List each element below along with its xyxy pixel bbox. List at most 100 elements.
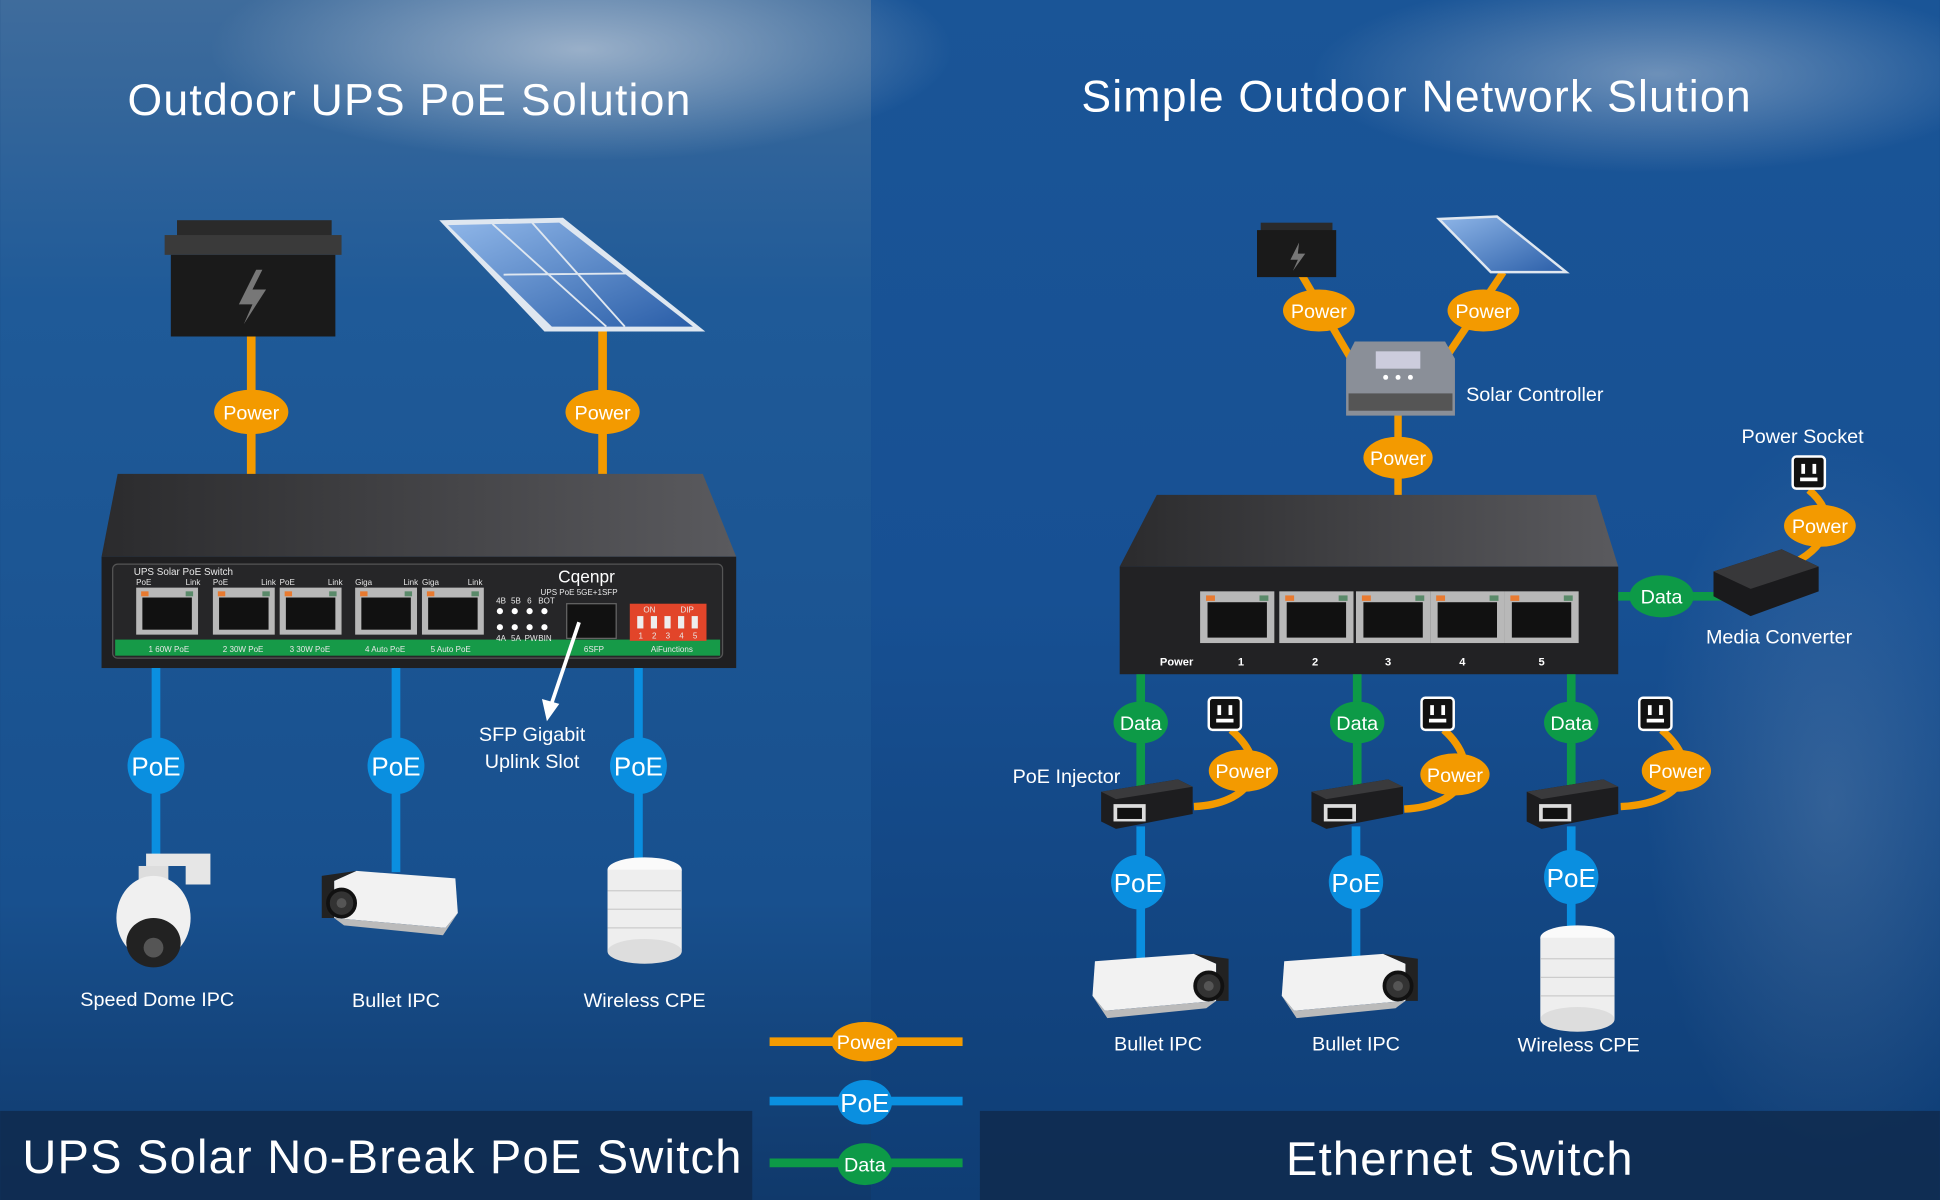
svg-text:4: 4 (1459, 657, 1466, 669)
svg-text:PoE: PoE (371, 752, 420, 782)
svg-text:5: 5 (1538, 657, 1544, 669)
svg-text:5B: 5B (511, 597, 521, 606)
left-title: Outdoor UPS PoE Solution (127, 76, 691, 125)
svg-text:UPS Solar PoE Switch: UPS Solar PoE Switch (134, 567, 233, 578)
sfp-callout-label: SFP Gigabit (479, 724, 586, 746)
power-pill: Power (1784, 504, 1856, 547)
svg-text:DIP: DIP (681, 605, 694, 614)
svg-text:Data: Data (1550, 713, 1592, 735)
svg-text:PoE: PoE (840, 1088, 889, 1118)
svg-text:3 30W PoE: 3 30W PoE (290, 645, 331, 654)
svg-text:6: 6 (527, 597, 532, 606)
media-converter-icon (1713, 549, 1819, 617)
svg-text:4 Auto PoE: 4 Auto PoE (365, 645, 406, 654)
svg-text:Data: Data (1120, 713, 1162, 735)
svg-text:Power: Power (575, 402, 631, 424)
svg-text:PoE: PoE (280, 578, 296, 587)
svg-text:4A: 4A (496, 634, 506, 643)
svg-text:PoE: PoE (1114, 868, 1163, 898)
branch-2: Data Power PoE Bullet IPC (1279, 674, 1490, 1055)
svg-text:Cqenpr: Cqenpr (558, 567, 615, 587)
svg-text:Link: Link (261, 578, 277, 587)
svg-text:Power: Power (1370, 448, 1426, 470)
left-footer-bar (0, 1110, 753, 1200)
svg-text:Link: Link (468, 578, 484, 587)
power-pill: Power (1447, 289, 1520, 332)
sfp-callout-label: Uplink Slot (485, 751, 580, 773)
right-footer-bar (979, 1110, 1940, 1200)
device-label: Bullet IPC (1312, 1033, 1400, 1055)
svg-text:Data: Data (1641, 587, 1683, 609)
power-socket-icon (1420, 696, 1455, 732)
svg-text:PoE: PoE (213, 578, 229, 587)
device-label: Wireless CPE (584, 990, 706, 1012)
legend-data: Data (769, 1143, 963, 1186)
poe-pill: PoE (610, 737, 667, 795)
svg-text:Giga: Giga (422, 578, 439, 587)
svg-text:Data: Data (844, 1155, 886, 1177)
poe-pill: PoE (367, 737, 425, 795)
svg-text:PW: PW (525, 634, 538, 643)
svg-text:PoE: PoE (136, 578, 152, 587)
svg-text:3: 3 (666, 631, 671, 640)
svg-text:BIN: BIN (538, 634, 552, 643)
svg-text:Power: Power (1215, 761, 1271, 783)
branch-3: Data Power PoE Wireless CPE (1518, 674, 1712, 1057)
device-label: Wireless CPE (1518, 1035, 1640, 1057)
left-footer-title: UPS Solar No-Break PoE Switch (22, 1130, 742, 1183)
power-socket-icon (1207, 696, 1243, 732)
battery-icon (164, 220, 342, 337)
svg-text:Giga: Giga (355, 578, 372, 587)
speed-dome-camera-icon (116, 853, 211, 968)
svg-text:5: 5 (693, 631, 698, 640)
svg-text:PoE: PoE (1331, 868, 1380, 898)
svg-text:Power: Power (1160, 657, 1194, 669)
svg-text:PoE: PoE (131, 752, 180, 782)
power-pill: Power (565, 389, 640, 435)
power-pill: Power (214, 389, 289, 435)
solar-panel-icon (1436, 215, 1570, 274)
legend-power: Power (769, 1021, 963, 1062)
svg-text:PoE: PoE (614, 752, 663, 782)
right-footer-title: Ethernet Switch (1286, 1132, 1634, 1185)
power-pill: Power (1363, 436, 1433, 479)
svg-text:2 30W PoE: 2 30W PoE (223, 645, 264, 654)
svg-text:Power: Power (223, 402, 279, 424)
svg-text:Link: Link (328, 578, 344, 587)
svg-text:Data: Data (1336, 713, 1378, 735)
poe-pill: PoE (127, 737, 185, 795)
svg-text:Link: Link (403, 578, 419, 587)
svg-text:6SFP: 6SFP (584, 645, 604, 654)
power-socket-icon (1791, 455, 1827, 490)
right-title: Simple Outdoor Network Slution (1081, 72, 1752, 121)
power-socket-label: Power Socket (1742, 426, 1865, 448)
svg-text:Link: Link (186, 578, 202, 587)
device-label: Bullet IPC (352, 990, 440, 1012)
poe-injector-label: PoE Injector (1013, 766, 1121, 788)
svg-text:ON: ON (643, 605, 655, 614)
svg-text:4: 4 (679, 631, 684, 640)
svg-text:Power: Power (1427, 765, 1483, 787)
power-pill: Power (1282, 289, 1355, 332)
svg-text:UPS PoE 5GE+1SFP: UPS PoE 5GE+1SFP (541, 588, 618, 597)
svg-text:5 Auto PoE: 5 Auto PoE (431, 645, 472, 654)
solar-panel-icon (439, 217, 706, 332)
wireless-cpe-icon (606, 856, 683, 965)
data-pill: Data (1629, 575, 1694, 618)
svg-text:Power: Power (1455, 301, 1511, 323)
solar-controller-label: Solar Controller (1466, 384, 1604, 406)
ethernet-switch: Power 1 2 3 4 5 (1119, 494, 1619, 675)
svg-text:2: 2 (1312, 657, 1318, 669)
solar-controller-icon (1346, 341, 1455, 416)
power-socket-icon (1638, 696, 1673, 732)
svg-text:Power: Power (1792, 516, 1848, 538)
legend-poe: PoE (769, 1080, 963, 1125)
device-label: Speed Dome IPC (80, 989, 234, 1011)
svg-text:1: 1 (1238, 657, 1244, 669)
svg-text:1 60W PoE: 1 60W PoE (149, 645, 190, 654)
svg-text:AiFunctions: AiFunctions (651, 645, 693, 654)
svg-text:2: 2 (652, 631, 657, 640)
svg-text:Power: Power (1648, 761, 1704, 783)
svg-text:4B: 4B (496, 597, 506, 606)
